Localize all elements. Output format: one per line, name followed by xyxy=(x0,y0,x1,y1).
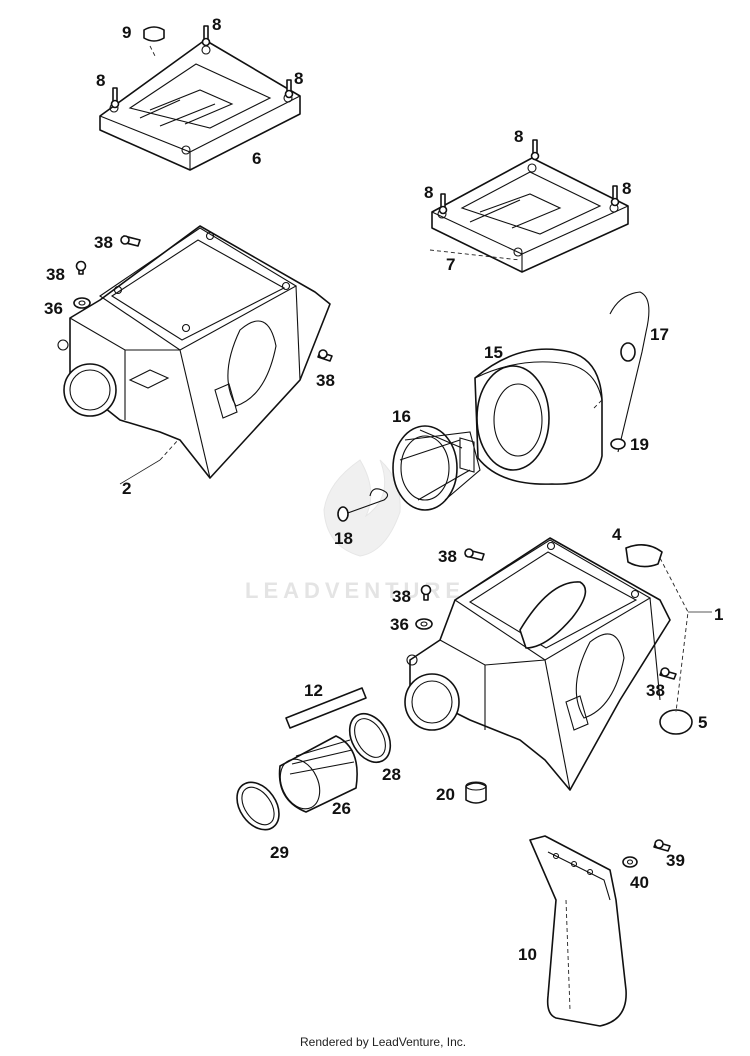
callout-16: 16 xyxy=(392,407,411,426)
screws-lid-6 xyxy=(110,25,294,109)
callout-6: 6 xyxy=(252,149,261,168)
callout-36: 36 xyxy=(390,615,409,634)
callout-7: 7 xyxy=(446,255,455,274)
plug-9 xyxy=(143,26,165,42)
callout-29: 29 xyxy=(270,843,289,862)
washer-40 xyxy=(622,856,638,868)
mud-flap-10 xyxy=(529,835,627,1027)
airbox-lid-7 xyxy=(431,157,629,273)
hose-12 xyxy=(285,687,367,729)
callout-38: 38 xyxy=(438,547,457,566)
callout-8: 8 xyxy=(96,71,105,90)
callout-labels: 9 8 8 8 6 8 8 8 7 38 38 36 38 2 15 17 16… xyxy=(44,15,723,964)
callout-15: 15 xyxy=(484,343,503,362)
callout-36: 36 xyxy=(44,299,63,318)
callout-8: 8 xyxy=(424,183,433,202)
footer-credit: Rendered by LeadVenture, Inc. xyxy=(300,1035,466,1049)
callout-26: 26 xyxy=(332,799,351,818)
cap-4 xyxy=(625,544,663,568)
callout-8: 8 xyxy=(622,179,631,198)
bolt-39 xyxy=(653,839,671,852)
callout-1: 1 xyxy=(714,605,723,624)
callout-38: 38 xyxy=(392,587,411,606)
screws-lid-7 xyxy=(438,139,620,215)
callout-40: 40 xyxy=(630,873,649,892)
air-filter-15 xyxy=(474,348,603,485)
bolts-airbox-1 xyxy=(415,548,677,680)
callout-38: 38 xyxy=(94,233,113,252)
clamp-29 xyxy=(236,781,280,831)
callout-12: 12 xyxy=(304,681,323,700)
nut-19 xyxy=(610,438,626,450)
intake-boot-26 xyxy=(278,735,358,813)
callout-38: 38 xyxy=(46,265,65,284)
callout-20: 20 xyxy=(436,785,455,804)
watermark-text: LEADVENTURE xyxy=(245,578,465,603)
callout-8: 8 xyxy=(294,69,303,88)
pin-18 xyxy=(337,488,389,522)
callout-19: 19 xyxy=(630,435,649,454)
callout-38: 38 xyxy=(316,371,335,390)
callout-4: 4 xyxy=(612,525,622,544)
callout-8: 8 xyxy=(212,15,221,34)
cap-5 xyxy=(659,709,693,735)
callout-39: 39 xyxy=(666,851,685,870)
callout-5: 5 xyxy=(698,713,707,732)
drain-20 xyxy=(465,781,487,804)
leader-lines xyxy=(119,45,712,713)
callout-38: 38 xyxy=(646,681,665,700)
bolts-airbox-2 xyxy=(73,235,333,362)
callout-28: 28 xyxy=(382,765,401,784)
callout-2: 2 xyxy=(122,479,131,498)
callout-8: 8 xyxy=(514,127,523,146)
clip-17 xyxy=(609,291,650,453)
airbox-lid-6 xyxy=(99,39,301,171)
callout-10: 10 xyxy=(518,945,537,964)
clamp-28 xyxy=(348,712,392,764)
callout-9: 9 xyxy=(122,23,131,42)
airbox-2 xyxy=(57,225,331,479)
airbox-1 xyxy=(404,537,671,791)
callout-17: 17 xyxy=(650,325,669,344)
callout-18: 18 xyxy=(334,529,353,548)
filter-cage-16 xyxy=(392,425,481,511)
